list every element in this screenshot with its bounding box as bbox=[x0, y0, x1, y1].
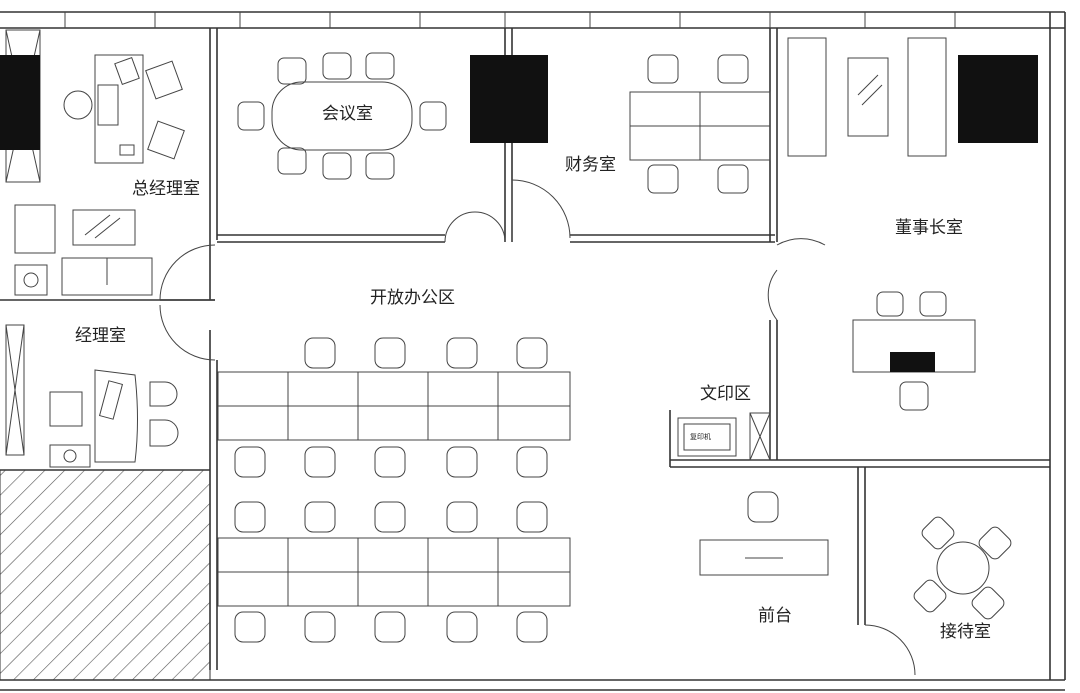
meeting-furniture bbox=[237, 52, 447, 180]
room-label-general-manager: 总经理室 bbox=[132, 179, 200, 199]
window-marks bbox=[64, 12, 956, 28]
copier-label: 复印机 bbox=[690, 433, 711, 441]
manager-furniture bbox=[49, 369, 179, 468]
room-label-manager: 经理室 bbox=[75, 326, 126, 346]
room-label-finance: 财务室 bbox=[565, 155, 616, 175]
tv-panels bbox=[0, 55, 1038, 150]
room-label-open-office: 开放办公区 bbox=[370, 288, 455, 308]
room-label-front-desk: 前台 bbox=[758, 606, 792, 626]
room-label-print-area: 文印区 bbox=[700, 384, 751, 404]
reception-furniture bbox=[913, 516, 1012, 620]
storage-hatched-area bbox=[0, 469, 211, 681]
door-swings bbox=[159, 179, 916, 676]
room-label-chairman: 董事长室 bbox=[895, 218, 963, 238]
front-desk-furniture bbox=[699, 491, 829, 576]
copier bbox=[677, 417, 737, 457]
finance-furniture bbox=[629, 54, 771, 194]
room-label-reception: 接待室 bbox=[940, 622, 991, 642]
chairman-furniture bbox=[787, 37, 976, 411]
open-office-chairs bbox=[234, 337, 548, 643]
open-office-desks bbox=[217, 371, 571, 607]
gm-furniture bbox=[14, 54, 185, 296]
room-label-meeting: 会议室 bbox=[322, 104, 373, 124]
